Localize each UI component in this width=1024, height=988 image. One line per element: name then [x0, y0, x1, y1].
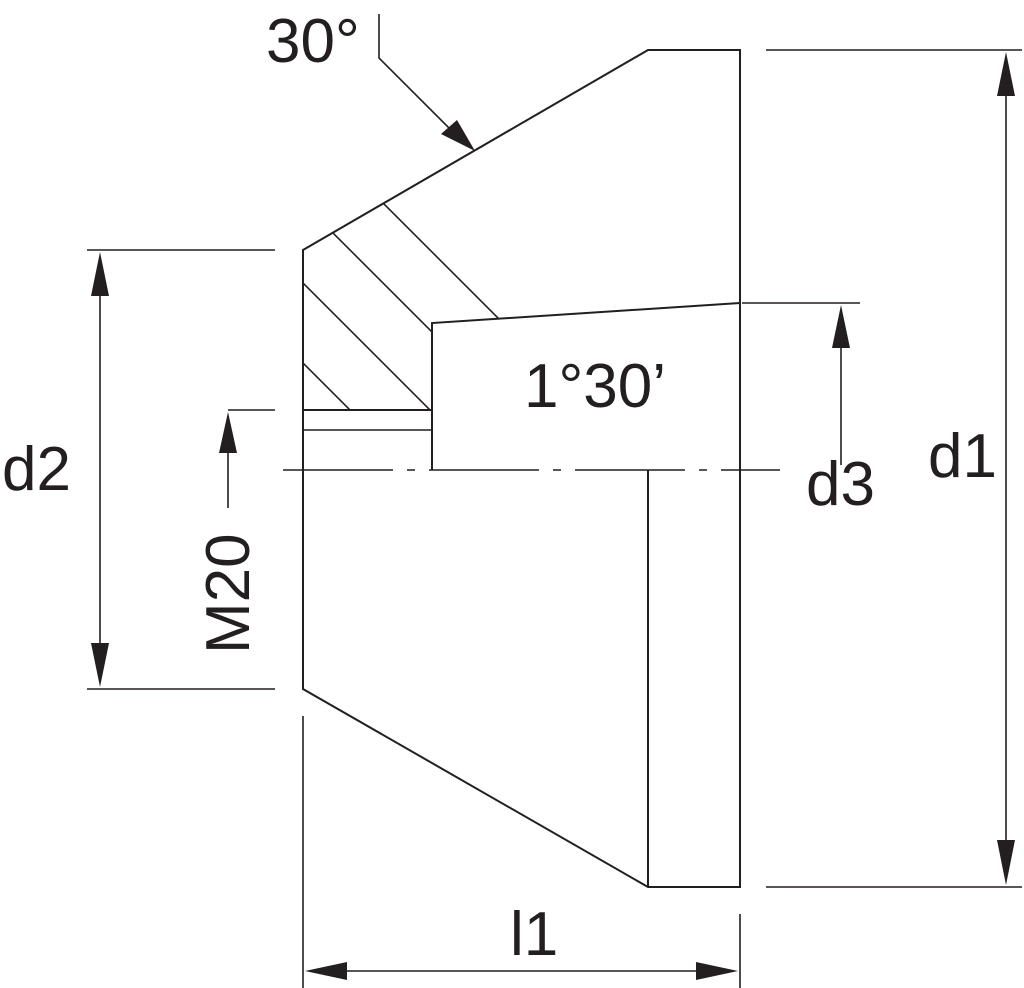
label-m20: M20: [194, 533, 263, 654]
label-d1: d1: [928, 422, 997, 491]
label-d2: d2: [2, 435, 71, 504]
dimension-d3: [742, 302, 860, 465]
label-angle-30: 30°: [266, 7, 360, 76]
dimension-m20: [219, 409, 275, 508]
label-d3: d3: [806, 450, 875, 519]
dimension-d1: [766, 49, 1022, 888]
dimension-l1: [302, 716, 741, 988]
dimension-d2: [87, 249, 275, 690]
label-l1: l1: [510, 900, 558, 969]
label-angle-1-30: 1°30’: [524, 352, 666, 421]
taper-bore: [431, 302, 741, 470]
leader-30-deg: [378, 14, 475, 151]
part-outline: [302, 49, 741, 888]
